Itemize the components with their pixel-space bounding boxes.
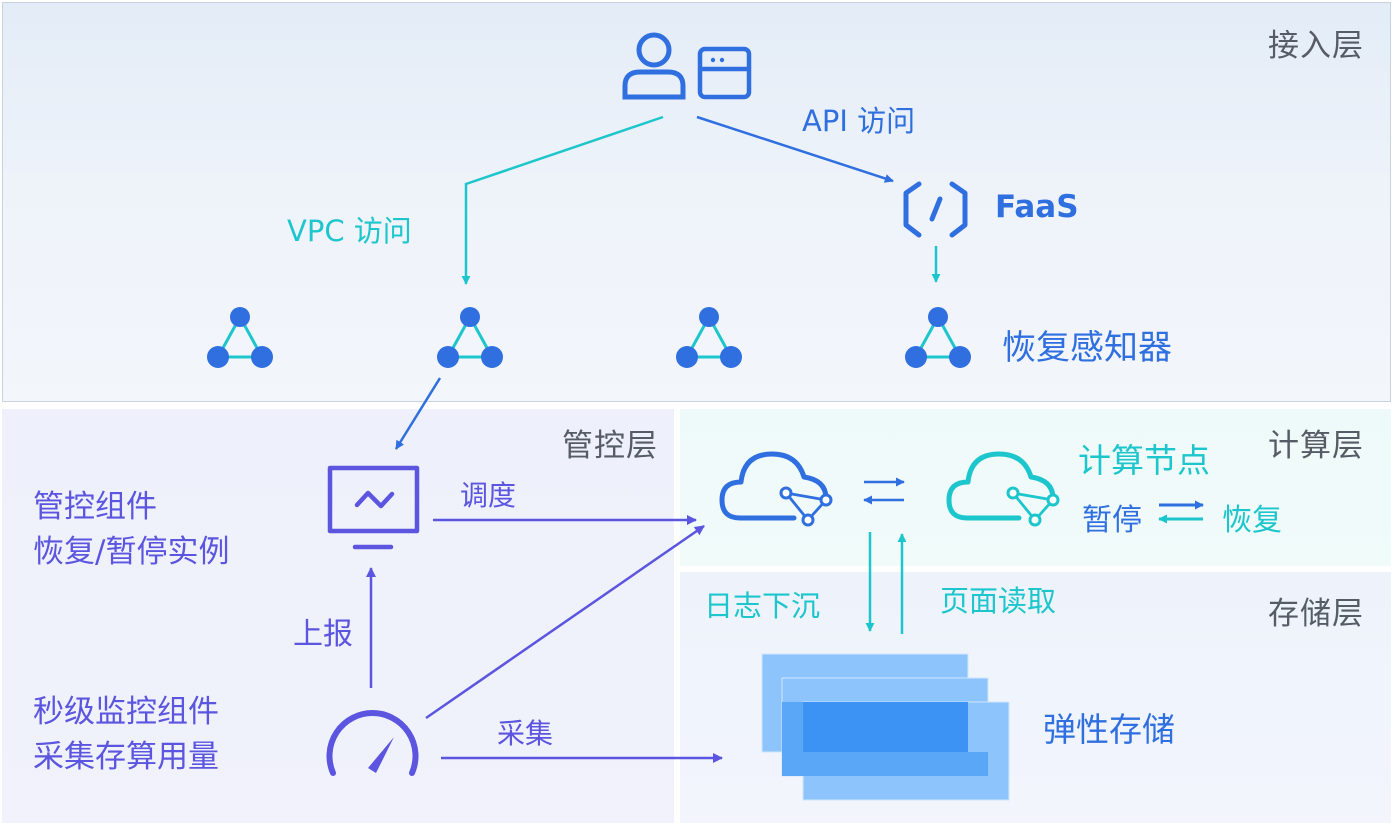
compute-layer-label: 计算层: [1268, 428, 1364, 464]
log-sink-label: 日志下沉: [704, 589, 821, 623]
api-access-arrow: [696, 115, 894, 183]
collect-label: 采集: [497, 717, 554, 750]
sensor-node-icon: [676, 307, 742, 368]
access-layer-panel: [2, 2, 1391, 402]
storage-stack-icon: [761, 653, 1010, 801]
compute-layer-panel: [680, 409, 1391, 566]
storage-layer-label: 存储层: [1268, 596, 1364, 632]
faas-label: FaaS: [995, 189, 1079, 225]
control-layer-label: 管控层: [562, 428, 658, 464]
monitor-component-title: 秒级监控组件: [33, 694, 219, 730]
monitor-to-compute-arrow: [425, 524, 705, 720]
report-label: 上报: [293, 617, 353, 652]
resume-label: 恢复: [1222, 503, 1282, 538]
sensor-node-icon: [207, 307, 273, 368]
api-access-label: API 访问: [802, 104, 916, 138]
browser-window-icon: [697, 46, 752, 100]
monitor-screen-icon: [327, 465, 420, 550]
user-icon: [622, 32, 686, 100]
control-component-desc: 恢复/暂停实例: [33, 534, 230, 570]
compute-node-label: 计算节点: [1078, 441, 1210, 480]
recovery-sensor-label: 恢复感知器: [1002, 328, 1172, 368]
schedule-label: 调度: [460, 479, 517, 512]
sensor-node-icon: [437, 307, 503, 368]
cloud-node-icon: [946, 451, 1060, 527]
monitor-component-desc: 采集存算用量: [33, 739, 219, 775]
page-read-label: 页面读取: [940, 584, 1057, 618]
cloud-node-icon: [719, 451, 833, 527]
elastic-storage-label: 弹性存储: [1043, 710, 1175, 749]
vpc-access-arrow: [461, 115, 664, 285]
faas-hexagon-icon: [903, 181, 968, 238]
speedometer-icon: [326, 710, 419, 776]
pause-resume-arrows-icon: [1158, 500, 1204, 524]
control-component-title: 管控组件: [33, 489, 157, 525]
access-layer-label: 接入层: [1268, 28, 1364, 64]
control-layer-panel: [2, 409, 674, 823]
sensor-node-icon: [905, 307, 971, 368]
sensor-to-control-arrow: [394, 377, 442, 450]
node-exchange-arrows-icon: [863, 477, 905, 505]
pause-label: 暂停: [1082, 503, 1142, 538]
vpc-access-label: VPC 访问: [287, 214, 412, 248]
